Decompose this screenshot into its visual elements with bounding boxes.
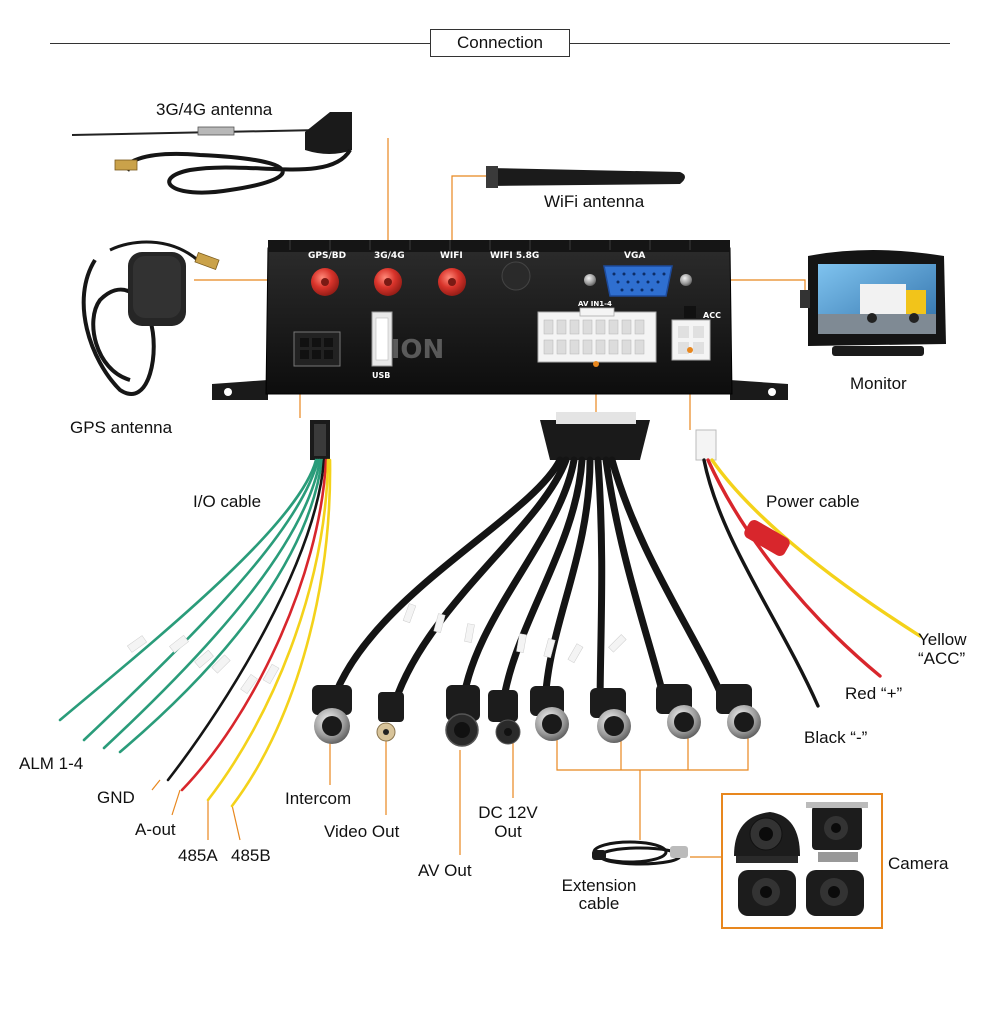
bracket-camera <box>806 802 868 862</box>
camera-connector-1 <box>530 686 569 741</box>
dc-out-connector <box>488 690 521 745</box>
label-black: Black “-” <box>804 728 868 747</box>
side-camera-2 <box>806 870 864 916</box>
label-video-out: Video Out <box>324 822 400 841</box>
antenna-4g-graphic <box>71 112 352 195</box>
label-av-out: AV Out <box>418 861 472 880</box>
label-camera: Camera <box>888 854 949 873</box>
dome-camera <box>734 812 800 863</box>
label-dc-out: Out <box>494 822 522 841</box>
io-cable-graphic <box>58 420 332 808</box>
io-port <box>293 331 341 367</box>
port-label-acc: ACC <box>703 311 721 320</box>
extension-cable-graphic <box>592 840 688 866</box>
dvr-device: SION GPS/BD 3G/4G WIFI WIFI 5.8G VGA AV … <box>212 240 788 400</box>
port-label-wifi58: WIFI 5.8G <box>490 251 539 261</box>
port-label-4g: 3G/4G <box>374 251 405 261</box>
label-io-cable: I/O cable <box>193 492 262 511</box>
port-label-gps: GPS/BD <box>308 251 346 261</box>
leader-485b <box>231 804 241 841</box>
video-out-connector <box>376 692 404 742</box>
label-wifi-antenna: WiFi antenna <box>544 192 645 211</box>
label-intercom: Intercom <box>285 789 352 808</box>
port-label-wifi: WIFI <box>440 251 463 261</box>
port-label-vga: VGA <box>624 251 645 261</box>
camera-connector-2 <box>590 688 631 743</box>
camera-box <box>721 793 883 929</box>
av-harness-graphic <box>312 412 761 747</box>
label-power-cable: Power cable <box>766 492 860 511</box>
label-485a: 485A <box>178 846 218 865</box>
fuse-holder <box>744 520 790 556</box>
label-alm: ALM 1-4 <box>19 754 84 773</box>
label-monitor: Monitor <box>850 374 907 393</box>
leader-a-out <box>171 789 181 816</box>
intercom-connector <box>312 685 352 744</box>
label-4g-antenna: 3G/4G antenna <box>156 100 273 119</box>
label-a-out: A-out <box>135 820 176 839</box>
label-yellow-acc: “ACC” <box>918 649 966 668</box>
label-gps-antenna: GPS antenna <box>70 418 173 437</box>
camera-connector-3 <box>656 684 701 739</box>
wifi-antenna-graphic <box>486 166 685 188</box>
gps-antenna-graphic <box>81 240 220 396</box>
side-camera-1 <box>738 870 796 916</box>
leader-camera-bus <box>556 738 749 771</box>
label-yellow: Yellow <box>918 630 967 649</box>
power-port <box>671 319 711 361</box>
av-in-port <box>537 311 657 363</box>
label-extension: Extension <box>561 876 637 895</box>
port-label-usb: USB <box>372 371 390 380</box>
label-red: Red “+” <box>845 684 903 703</box>
monitor-graphic <box>800 250 946 356</box>
title-rule-left <box>50 43 430 44</box>
power-cable-graphic <box>695 429 922 708</box>
label-dc-12v: DC 12V <box>478 803 538 822</box>
title-rule-right <box>570 43 950 44</box>
port-label-av-in: AV IN1-4 <box>578 300 612 308</box>
camera-connector-4 <box>716 684 761 739</box>
label-gnd: GND <box>97 788 135 807</box>
label-extension-cable: cable <box>578 894 620 913</box>
diagram-title: Connection <box>430 29 570 57</box>
av-out-connector <box>445 685 480 747</box>
leader-gnd <box>151 779 161 791</box>
label-485b: 485B <box>231 846 271 865</box>
